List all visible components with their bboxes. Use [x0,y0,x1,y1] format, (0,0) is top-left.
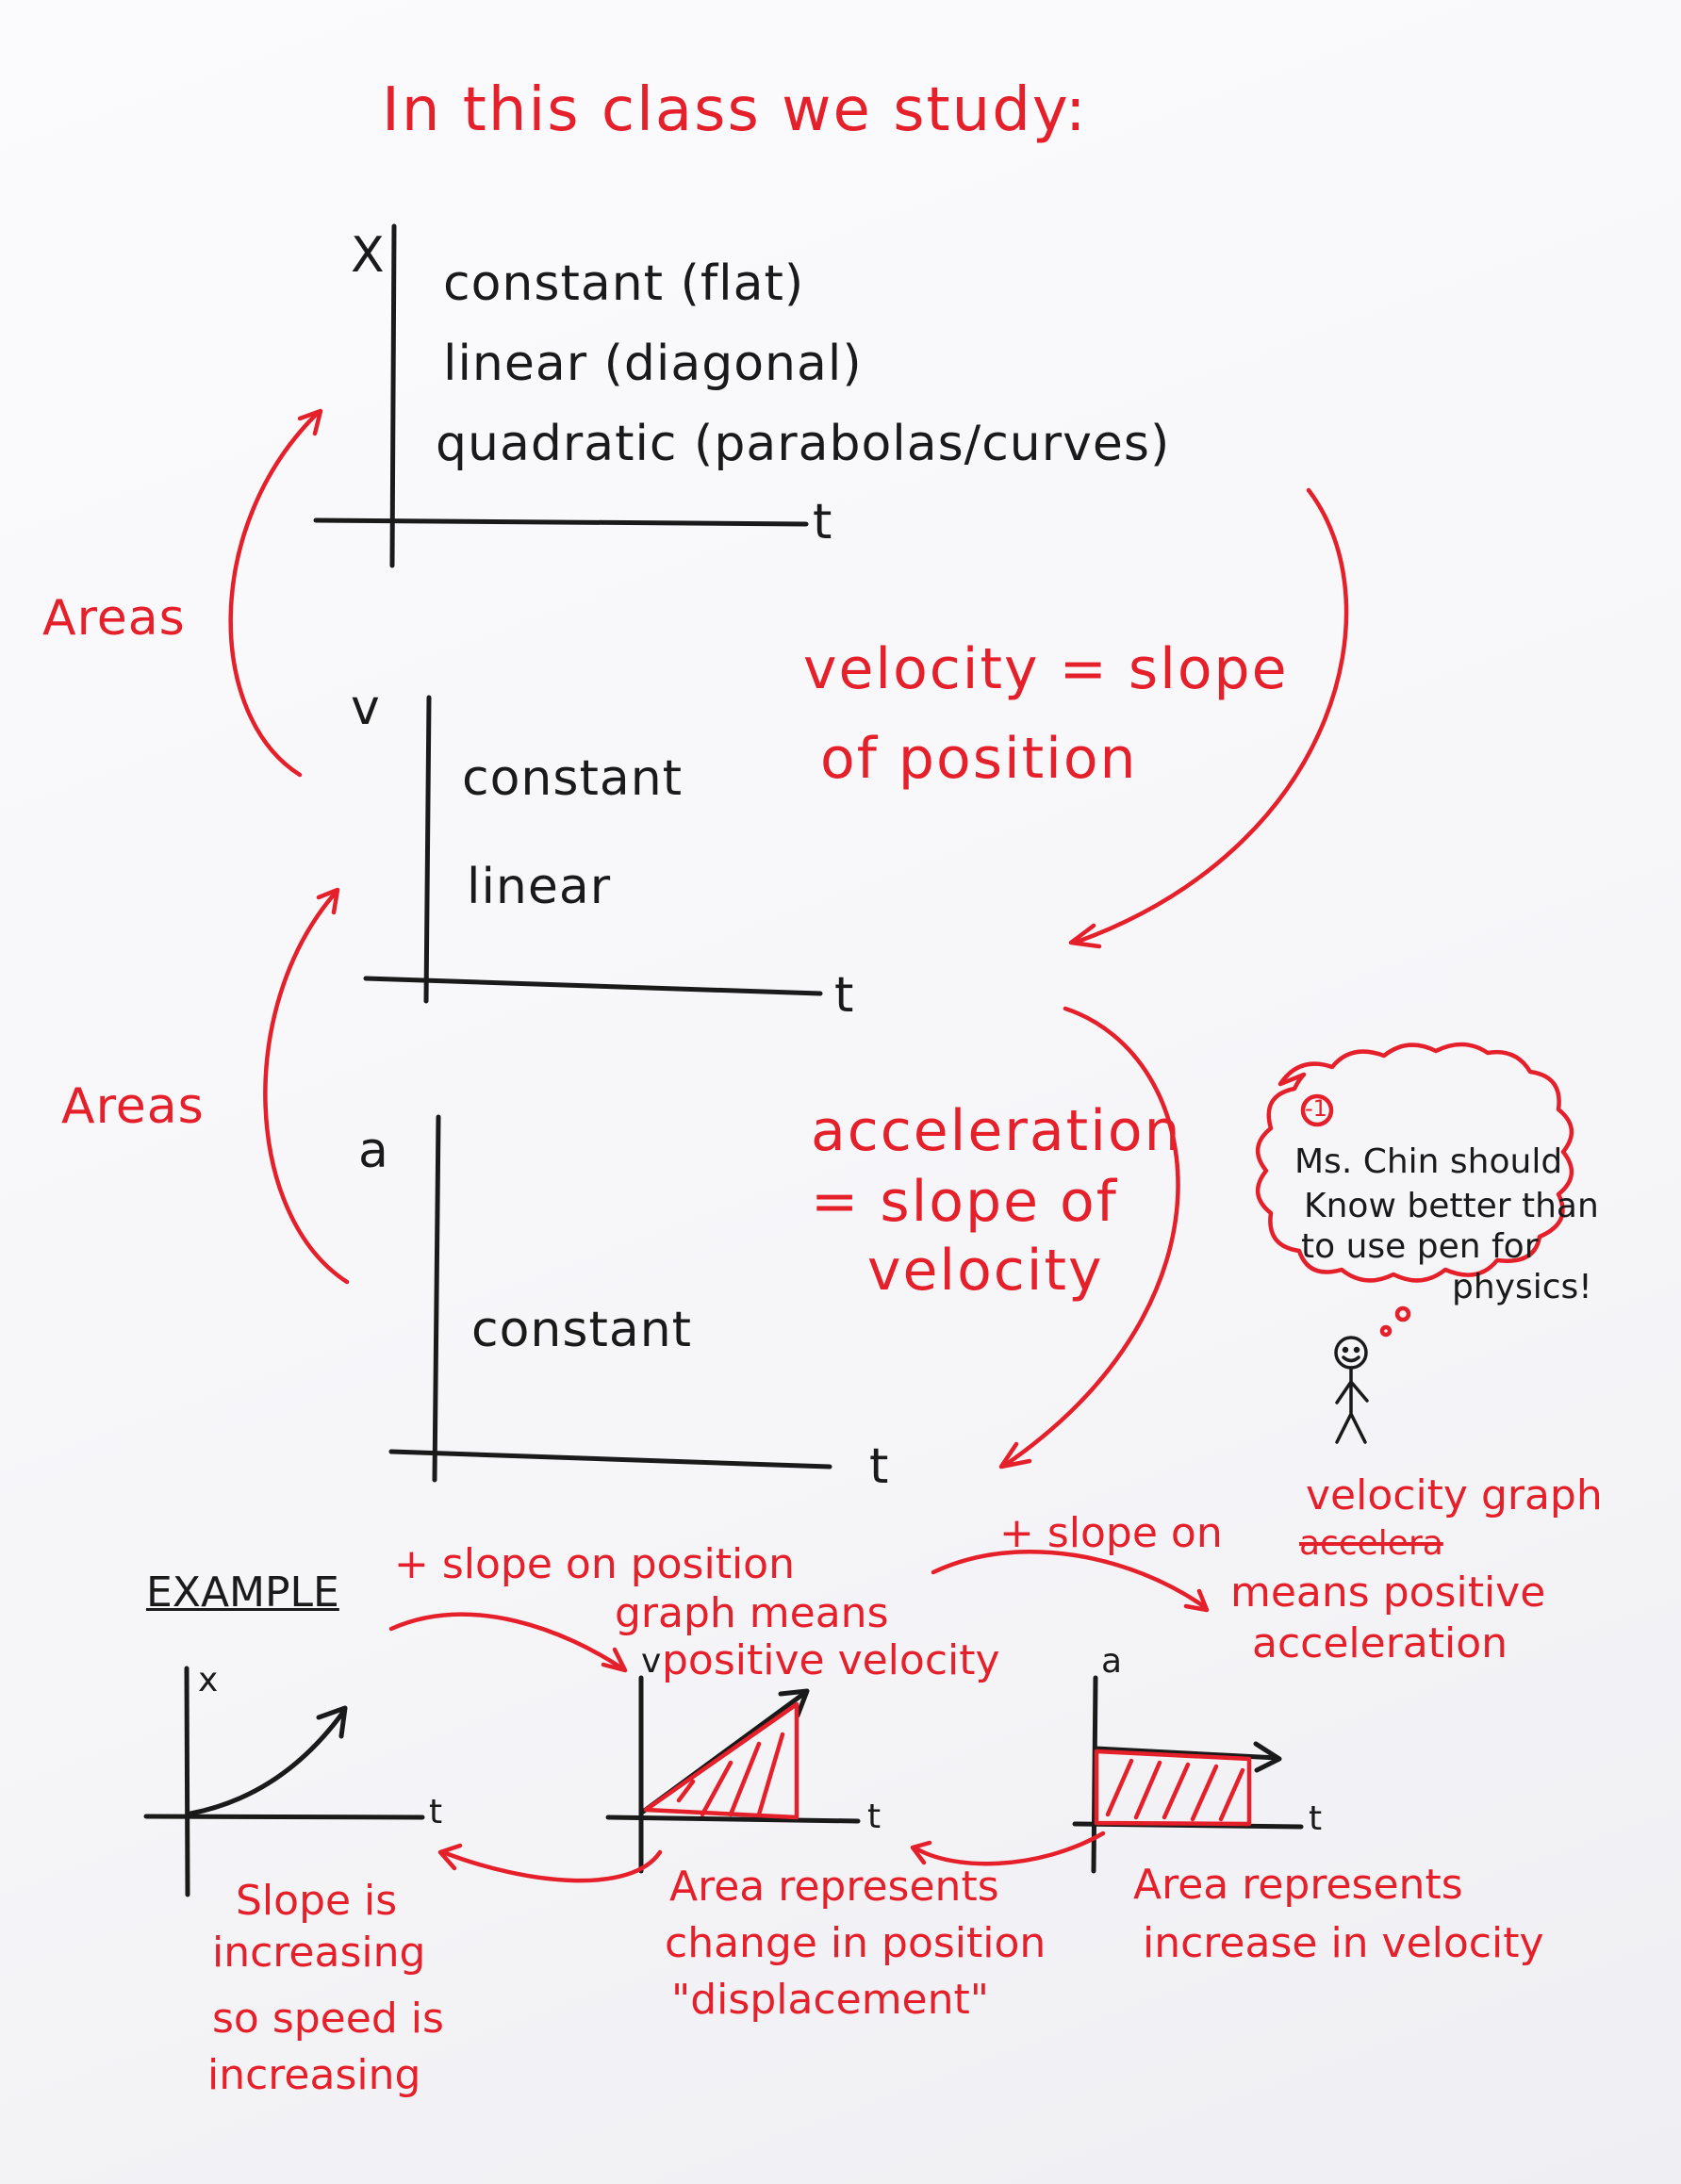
thought-line-4: physics! [1452,1268,1592,1306]
position-slope-note-line3: positive velocity [662,1636,1000,1684]
acceleration-y-axis [432,1114,441,1483]
slope-arrow-upper-head [1068,923,1102,949]
small-x-graph-x-label: t [429,1793,443,1831]
velocity-slope-note-a: + slope on [999,1509,1223,1557]
example-arrow-4-head [910,1840,932,1865]
acceleration-slope-note-line3: velocity [867,1238,1104,1304]
small-v-line-arrow [778,1688,810,1718]
position-y-axis-label: X [351,227,386,284]
example-arrow-1-head [601,1647,628,1673]
velocity-slope-note-line1: velocity = slope [803,636,1289,702]
velocity-item-linear: linear [467,859,612,915]
caption-area-position-line2: change in position [665,1919,1047,1967]
slope-arrow-lower-head [998,1441,1032,1470]
caption-area-velocity-line1: Area represents [1133,1861,1463,1909]
position-slope-note-line2: graph means [615,1589,889,1637]
acceleration-x-axis [388,1449,832,1470]
minus-one-badge-text: -1 [1305,1095,1327,1122]
velocity-area-shading [643,1701,799,1820]
velocity-x-axis [363,976,823,996]
thought-bubble-dot-1 [1394,1305,1411,1322]
small-x-graph-y-label: x [198,1661,219,1700]
small-x-x-axis [143,1814,425,1820]
example-label: EXAMPLE [146,1568,339,1617]
velocity-slope-note-d: acceleration [1252,1619,1508,1667]
caption-area-position-line1: Area represents [669,1863,999,1911]
position-item-constant: constant (flat) [443,255,805,312]
caption-slope-line4: increasing [207,2051,421,2099]
caption-slope-line2: increasing [212,1929,426,1977]
areas-arrow-lower [263,891,350,1285]
example-arrow-1 [388,1612,625,1671]
small-x-y-axis [184,1666,190,1897]
thought-bubble-cloud [1256,1042,1574,1283]
acceleration-slope-note-line2: = slope of [811,1169,1118,1235]
example-arrow-2 [931,1550,1208,1610]
acceleration-item-constant: constant [471,1302,693,1358]
small-x-curve-arrow [316,1705,348,1739]
slope-arrow-lower [1001,1006,1180,1469]
example-arrow-2-head [1183,1588,1210,1613]
slope-arrow-upper [1072,487,1349,945]
caption-area-velocity-line2: increase in velocity [1143,1919,1544,1967]
acceleration-slope-note-line1: acceleration [811,1098,1182,1164]
velocity-y-axis-label: v [351,680,381,736]
thought-line-1: Ms. Chin should [1294,1142,1563,1181]
velocity-slope-note-crossed: accelera [1299,1524,1443,1563]
velocity-y-axis [423,695,432,1004]
velocity-slope-note-c: means positive [1230,1568,1546,1617]
small-v-x-axis [605,1815,861,1824]
caption-area-position-line3: "displacement" [671,1976,990,2024]
small-a-graph-x-label: t [1309,1799,1323,1838]
velocity-item-constant: constant [462,750,684,807]
small-a-line-arrow [1253,1741,1282,1773]
small-v-graph-y-label: v [641,1642,662,1681]
position-x-axis [313,517,809,527]
velocity-slope-note-b: velocity graph [1306,1471,1603,1519]
stick-figure [1334,1336,1369,1444]
example-arrow-3 [440,1849,663,1883]
thought-line-2: Know better than [1304,1187,1599,1225]
areas-arrow-lower-head [316,887,340,915]
acceleration-area-shading [1094,1749,1252,1827]
minus-one-badge [1300,1093,1334,1127]
page-title: In this class we study: [382,75,1088,145]
position-y-axis [389,223,397,568]
acceleration-x-axis-label: t [869,1438,890,1495]
example-arrow-3-head [437,1843,463,1871]
thought-bubble-dot-2 [1379,1324,1393,1338]
thought-line-3: to use pen for [1301,1227,1539,1266]
small-a-line [1093,1746,1280,1761]
position-item-linear: linear (diagonal) [443,336,863,392]
caption-slope-line3: so speed is [212,1995,444,2043]
velocity-slope-note-line2: of position [820,726,1138,792]
small-a-graph-y-label: a [1101,1642,1123,1681]
caption-slope-line1: Slope is [236,1877,398,1925]
areas-arrow-upper [228,412,319,778]
position-item-quadratic: quadratic (parabolas/curves) [436,416,1171,472]
areas-label-lower: Areas [61,1078,205,1135]
position-slope-note-line1: + slope on position [394,1540,795,1588]
acceleration-y-axis-label: a [358,1123,389,1179]
example-arrow-4 [912,1831,1106,1866]
small-v-graph-x-label: t [867,1798,882,1836]
areas-label-upper: Areas [42,590,186,647]
velocity-x-axis-label: t [834,967,855,1024]
small-x-curve [188,1708,347,1816]
areas-arrow-upper-head [297,408,323,436]
position-x-axis-label: t [813,494,833,550]
